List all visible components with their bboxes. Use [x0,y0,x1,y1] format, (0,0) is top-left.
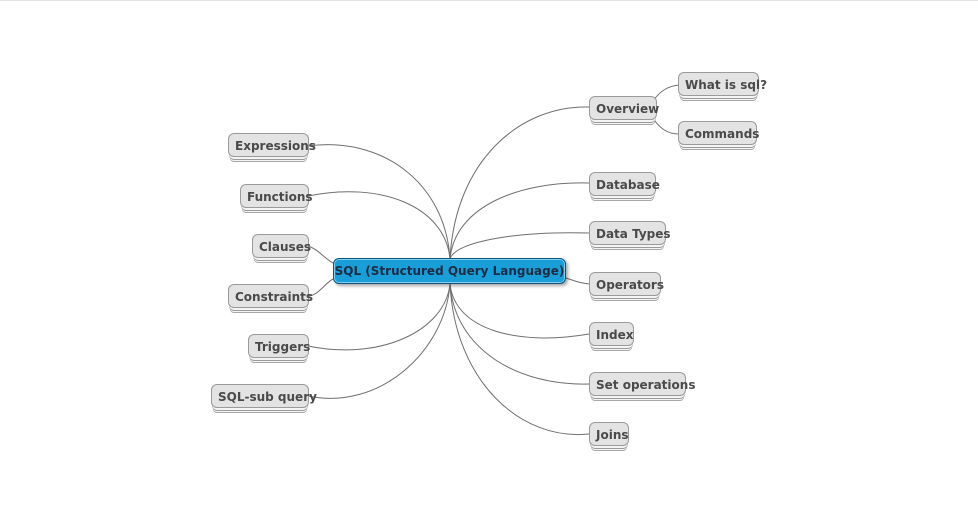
topic-database[interactable]: Database [589,172,660,196]
connector-clauses [307,245,334,264]
connector-expressions [307,144,451,260]
topic-what-is-sql[interactable]: What is sql? [678,72,767,96]
connector-data-types [449,232,590,260]
topic-index[interactable]: Index [589,322,634,346]
topic-expressions[interactable]: Expressions [228,133,316,157]
topic-commands[interactable]: Commands [678,121,759,145]
topic-triggers[interactable]: Triggers [248,334,310,358]
topic-clauses[interactable]: Clauses [252,234,311,258]
connector-set-operations [449,283,590,385]
connector-joins [449,283,590,436]
connector-index [449,283,590,339]
central-topic[interactable]: SQL (Structured Query Language) [333,258,566,284]
topic-functions[interactable]: Functions [240,184,313,208]
topic-overview[interactable]: Overview [589,96,659,120]
connector-constraints [307,278,334,297]
connector-overview [449,106,590,260]
topic-data-types[interactable]: Data Types [589,221,671,245]
topic-sql-sub-query[interactable]: SQL-sub query [211,384,317,408]
topic-joins[interactable]: Joins [589,422,629,446]
connector-database [449,182,590,260]
topic-operators[interactable]: Operators [589,272,664,296]
connector-triggers [307,283,451,351]
topic-set-operations[interactable]: Set operations [589,372,695,396]
topic-constraints[interactable]: Constraints [228,284,313,308]
connector-functions [307,191,451,260]
connector-sql-sub-query [307,283,451,399]
connector-operators [565,277,590,285]
